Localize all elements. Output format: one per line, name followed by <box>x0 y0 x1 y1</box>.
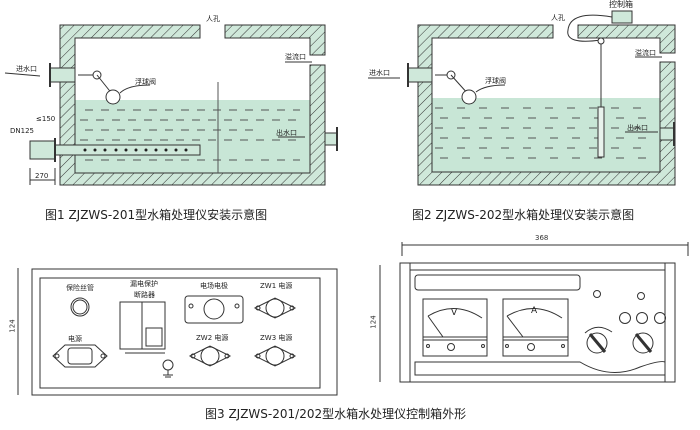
fig1-pipe-size-label: DN125 <box>10 127 34 135</box>
fig2-outlet-pipe <box>659 127 675 141</box>
breaker-label-1: 漏电保护 <box>130 280 158 288</box>
fig1-overflow-label: 溢流口 <box>285 53 306 61</box>
fig2-float-ball <box>461 89 477 105</box>
label-strip <box>414 274 581 291</box>
fig1-clearance-label: ≤150 <box>36 115 56 123</box>
fig2-inlet-pipe <box>407 67 433 83</box>
fuse-label: 保险丝管 <box>66 284 94 292</box>
front-panel-height: 124 <box>369 315 378 329</box>
fig1-inlet-pipe <box>49 67 76 83</box>
fig1-tank <box>4 24 338 186</box>
button <box>636 312 648 324</box>
fig2-caption: 图2 ZJZWS-202型水箱处理仪安装示意图 <box>412 208 635 222</box>
fig2-electrode <box>597 106 605 158</box>
zw1-label: ZW1 电源 <box>260 282 293 290</box>
field-electrode-socket <box>184 295 244 324</box>
fig1-float-ball <box>105 89 121 105</box>
zw1-socket <box>253 297 297 319</box>
button <box>619 312 631 324</box>
field-electrode-label: 电场电极 <box>200 282 228 290</box>
fig2-wall-left-bottom <box>417 24 676 186</box>
fig1-manhole-label: 人孔 <box>206 15 220 23</box>
fig1-water <box>75 100 310 173</box>
fig3-caption: 图3 ZJZWS-201/202型水箱水处理仪控制箱外形 <box>205 407 467 421</box>
fig2-outlet-label: 出水口 <box>627 124 648 132</box>
back-panel-height: 124 <box>8 319 17 333</box>
voltmeter <box>422 298 488 357</box>
zw3-label: ZW3 电源 <box>260 334 293 342</box>
fig1-float-valve-label: 浮球阀 <box>135 78 156 86</box>
rotary-switch <box>632 332 654 354</box>
fig2-wall-right-top <box>577 24 676 54</box>
fig2-float-valve-label: 浮球阀 <box>485 77 506 85</box>
fig2-inlet-label: 进水口 <box>369 69 390 77</box>
fig2-manhole-label: 人孔 <box>551 14 565 22</box>
fig3-back-panel <box>17 268 338 396</box>
fig1-caption: 图1 ZJZWS-201型水箱处理仪安装示意图 <box>45 208 268 222</box>
zw2-socket <box>188 345 232 367</box>
indicator-light <box>637 292 645 300</box>
bottom-strip <box>414 361 666 376</box>
fig2-water <box>432 98 660 175</box>
fig2-tank <box>368 10 676 186</box>
power-socket <box>52 344 108 368</box>
fig3-front-panel <box>379 242 689 383</box>
fig1-outlet-label: 出水口 <box>276 129 297 137</box>
ammeter-label: A <box>531 306 538 316</box>
ground-terminal <box>162 359 174 378</box>
button <box>654 312 666 324</box>
breaker-label-2: 断路器 <box>134 291 155 299</box>
fig1-length-label: 270 <box>35 172 49 180</box>
fig2-overflow-label: 溢流口 <box>635 49 656 57</box>
zw2-label: ZW2 电源 <box>196 334 229 342</box>
fig1-wall-right-top <box>224 24 326 56</box>
front-panel-width: 368 <box>535 234 549 242</box>
rotary-switch <box>586 332 608 354</box>
power-label: 电源 <box>68 335 82 343</box>
fig1-wall-left-bottom <box>59 24 326 186</box>
fig1-dn125-pipe <box>29 140 56 160</box>
fig1-outlet-pipe <box>324 132 338 146</box>
fig1-inlet-label: 进水口 <box>16 65 37 73</box>
zw3-socket <box>253 345 297 367</box>
ammeter <box>502 298 569 357</box>
fig2-control-box <box>611 10 633 24</box>
fig2-cable <box>567 14 613 42</box>
fig2-control-box-label: 控制箱 <box>609 0 633 9</box>
indicator-light <box>593 290 601 298</box>
fuse-holder <box>70 297 90 317</box>
voltmeter-label: V <box>451 308 458 318</box>
